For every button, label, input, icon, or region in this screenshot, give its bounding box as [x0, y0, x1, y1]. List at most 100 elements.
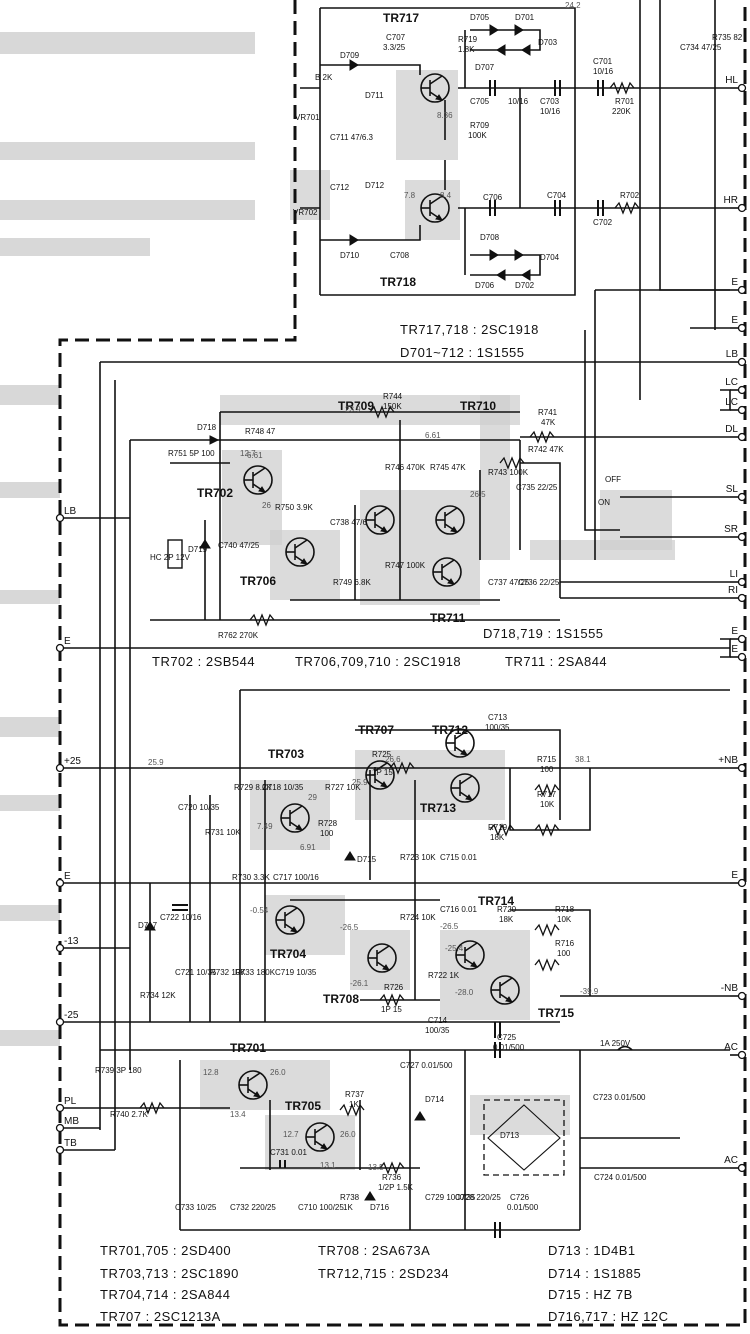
transistor-tr715: TR715: [490, 975, 574, 1020]
transistor-label: TR709: [338, 399, 374, 413]
component-label: D714: [425, 1095, 445, 1104]
part-note: TR701,705 : 2SD400: [100, 1243, 231, 1258]
component-label: 1A 250V: [600, 1039, 631, 1048]
voltage-label: 12.8: [203, 1068, 219, 1077]
component-label: 47K: [541, 418, 556, 427]
voltage-label: -39.9: [580, 987, 599, 996]
part-note: TR704,714 : 2SA844: [100, 1287, 230, 1302]
component-label: C714: [428, 1016, 448, 1025]
part-note: D714 : 1S1885: [548, 1266, 641, 1281]
component-label: R733 180K: [235, 968, 276, 977]
transistor-tr702: TR702: [197, 465, 273, 500]
voltage-label: 6.61: [247, 451, 263, 460]
part-note: TR706,709,710 : 2SC1918: [295, 654, 461, 669]
relay-coil: [167, 539, 183, 569]
terminal-label: AC: [724, 1042, 738, 1053]
component-label: R728: [318, 819, 338, 828]
transistor-label: TR707: [358, 723, 394, 737]
terminal-label: E: [731, 626, 738, 637]
component-label: R719: [458, 35, 478, 44]
terminal-label: LI: [730, 569, 738, 580]
left-terminal: MB: [55, 1116, 79, 1133]
right-terminal: DL: [725, 424, 747, 442]
voltage-label: 38.1: [575, 755, 591, 764]
component-label: 100/35: [425, 1026, 450, 1035]
voltage-label: 25.9: [148, 758, 164, 767]
component-label: D706: [475, 281, 495, 290]
component-label: VR702: [293, 208, 318, 217]
part-note: D713 : 1D4B1: [548, 1243, 636, 1258]
component-label: C708: [390, 251, 410, 260]
component-label: R716: [555, 939, 575, 948]
component-label: D716: [370, 1203, 390, 1212]
component-label: C704: [547, 191, 567, 200]
transistor-tr708: TR708: [323, 943, 397, 1006]
component-label: 100: [557, 949, 571, 958]
terminal-label: +NB: [718, 755, 738, 766]
transistor-label: TR714: [478, 894, 514, 908]
component-label: R748 47: [245, 427, 276, 436]
voltage-label: 13.5: [368, 1163, 384, 1172]
right-terminal: AC: [724, 1042, 747, 1060]
component-label: R725: [372, 750, 392, 759]
resistors: [139, 81, 640, 1175]
component-label: 1K: [343, 1203, 353, 1212]
voltage-label: 26.0: [340, 1130, 356, 1139]
component-label: C732 220/25: [230, 1203, 276, 1212]
component-label: C701: [593, 57, 613, 66]
component-label: C710 100/25: [298, 1203, 344, 1212]
part-note: TR707 : 2SC1213A: [100, 1309, 221, 1324]
component-label: C729 1000/35: [425, 1193, 476, 1202]
voltage-label: 7.8: [404, 191, 416, 200]
voltage-label: 26.6: [385, 755, 401, 764]
component-label: C736 22/25: [518, 578, 560, 587]
component-label: D705: [470, 13, 490, 22]
right-terminal: SR: [724, 524, 747, 542]
component-label: R701: [615, 97, 635, 106]
voltage-label: 13.4: [230, 1110, 246, 1119]
transistor-tr712: TR712: [432, 723, 475, 758]
right-terminal: LC: [725, 377, 747, 395]
voltage-label: 24.2: [565, 1, 581, 10]
component-label: 1P 15: [381, 1005, 402, 1014]
terminal-label: MB: [64, 1116, 79, 1127]
terminal-label: -25: [64, 1010, 79, 1021]
voltage-label: 12.7: [283, 1130, 299, 1139]
transistor-tr707: TR707: [358, 723, 395, 790]
terminal-label: HL: [725, 75, 738, 86]
terminal-label: -13: [64, 936, 79, 947]
component-label: C723 0.01/500: [593, 1093, 646, 1102]
component-label: R743 100K: [488, 468, 529, 477]
component-label: R734 12K: [140, 991, 176, 1000]
left-terminal: E: [55, 871, 71, 888]
terminal-label: E: [64, 871, 71, 882]
component-label: D712: [365, 181, 385, 190]
part-note: TR711 : 2SA844: [505, 654, 607, 669]
transistor-tr706: TR706: [240, 537, 315, 588]
left-terminal: -13: [55, 936, 79, 953]
component-label: R762 270K: [218, 631, 259, 640]
right-terminal: AC: [724, 1155, 747, 1173]
component-label: C734 47/25: [680, 43, 722, 52]
transistor-label: TR718: [380, 275, 416, 289]
terminal-label: PL: [64, 1096, 77, 1107]
terminal-label: AC: [724, 1155, 738, 1166]
transistor-label: TR715: [538, 1006, 574, 1020]
terminal-label: HR: [724, 195, 738, 206]
part-note: TR717,718 : 2SC1918: [400, 322, 539, 337]
component-label: R729 8.2K: [234, 783, 272, 792]
voltage-label: -28.0: [455, 988, 474, 997]
component-label: 18K: [499, 915, 514, 924]
component-label: C712: [330, 183, 350, 192]
component-label: C735 22/25: [516, 483, 558, 492]
left-terminal: E: [55, 636, 71, 653]
component-label: 0.01/500: [507, 1203, 539, 1212]
transistor-label: TR704: [270, 947, 306, 961]
right-terminal: RI: [728, 585, 747, 603]
component-label: D701: [515, 13, 535, 22]
part-note: TR708 : 2SA673A: [318, 1243, 430, 1258]
terminal-label: LB: [726, 349, 739, 360]
component-label: 10/16: [593, 67, 614, 76]
